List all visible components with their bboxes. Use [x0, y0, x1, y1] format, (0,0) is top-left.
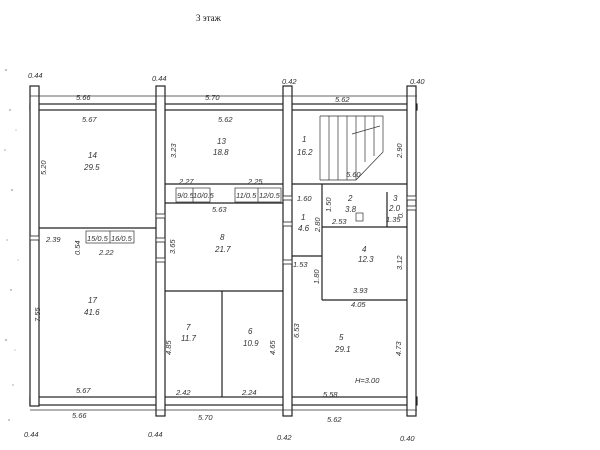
room-3-area: 2.0	[388, 204, 401, 213]
dim-top-2: 5.70	[205, 93, 220, 102]
dim-473: 4.73	[394, 341, 403, 356]
dim-stair-w: 5.60	[346, 170, 361, 179]
dim-b242: 2.42	[175, 388, 191, 397]
dim-r14-w: 5.67	[82, 115, 97, 124]
dim-b558: 5.58	[323, 390, 338, 399]
dim-755: 7.55	[33, 307, 42, 322]
dim-top-1: 5.66	[76, 93, 91, 102]
small-room-12: 12/0.5	[259, 191, 281, 200]
outer-dimensions: 0.44 0.44 0.42 0.40 5.66 5.70 5.62 5.66 …	[24, 71, 425, 443]
dim-top-3: 5.62	[335, 95, 350, 104]
dim-r13-w: 5.62	[218, 115, 233, 124]
room-17-area: 41.6	[84, 308, 100, 317]
room-8-area: 21.7	[214, 245, 231, 254]
ceiling-height: H=3.00	[355, 376, 380, 385]
dim-393: 3.93	[353, 286, 368, 295]
dim-wall-top-1: 0.44	[28, 71, 43, 80]
room-5-area: 29.1	[334, 345, 351, 354]
room-5-num: 5	[339, 333, 344, 342]
dim-0: 0.	[396, 212, 405, 218]
room-6-area: 10.9	[243, 339, 259, 348]
dim-bottom-1: 5.66	[72, 411, 87, 420]
dim-wall-bottom-1: 0.44	[148, 430, 163, 439]
dim-bottom-3: 5.62	[327, 415, 342, 424]
dim-wall-top-3: 0.42	[282, 77, 297, 86]
dim-054: 0.54	[73, 240, 82, 255]
dim-153: 1.53	[293, 260, 308, 269]
dim-corner-bl: 0.44	[24, 430, 39, 439]
dim-312: 3.12	[395, 255, 404, 270]
dim-180: 1.80	[312, 269, 321, 284]
dim-160: 1.60	[297, 194, 312, 203]
structure-walls	[29, 85, 418, 417]
dim-135: 1.35	[386, 215, 401, 224]
dim-222: 2.22	[98, 248, 114, 257]
plan-title: 3 этаж	[196, 13, 222, 23]
room-2-area: 3.8	[345, 205, 357, 214]
interior-dimensions: 5.67 5.20 5.62 3.23 2.90 5.60 2.27 2.25 …	[33, 115, 405, 399]
room-1-stair-num: 1	[302, 135, 306, 144]
dim-r14-h: 5.20	[39, 160, 48, 175]
dim-b224: 2.24	[241, 388, 257, 397]
room-1-hall-num: 1	[301, 213, 305, 222]
small-room-9: 9/0.5	[177, 191, 195, 200]
dim-wall-bottom-2: 0.42	[277, 433, 292, 442]
room-1-hall-area: 4.6	[298, 224, 310, 233]
room-4-area: 12.3	[358, 255, 374, 264]
small-room-15: 15/0.5	[87, 234, 109, 243]
dim-365: 3.65	[168, 239, 177, 254]
small-room-11: 11/0.5	[236, 191, 257, 200]
dim-bottom-2: 5.70	[198, 413, 213, 422]
dim-405: 4.05	[351, 300, 366, 309]
room-13-area: 18.8	[213, 148, 229, 157]
dim-wall-bottom-3: 0.40	[400, 434, 415, 443]
room-14-num: 14	[88, 151, 97, 160]
dim-280: 2.80	[313, 217, 322, 233]
room-8-num: 8	[220, 233, 225, 242]
dim-253: 2.53	[331, 217, 347, 226]
dim-b567: 5.67	[76, 386, 91, 395]
room-6-num: 6	[248, 327, 253, 336]
dim-485: 4.85	[164, 340, 173, 355]
dim-stair-h: 2.90	[395, 143, 404, 159]
room-17-num: 17	[88, 296, 97, 305]
dim-wall-top-2: 0.44	[152, 74, 167, 83]
room-2-num: 2	[347, 194, 353, 203]
dim-227: 2.27	[178, 177, 194, 186]
room-13-num: 13	[217, 137, 226, 146]
dim-653: 6.53	[292, 323, 301, 338]
dim-150: 1.50	[324, 197, 333, 212]
room-14-area: 29.5	[83, 163, 100, 172]
room-1-stair-area: 16.2	[297, 148, 313, 157]
scan-noise	[4, 69, 19, 421]
dim-wall-top-4: 0.40	[410, 77, 425, 86]
dim-239: 2.39	[45, 235, 61, 244]
small-room-16: 16/0.5	[111, 234, 133, 243]
dim-225: 2.25	[247, 177, 263, 186]
room-4-num: 4	[362, 245, 367, 254]
room-labels: 14 29.5 13 18.8 1 16.2 1 4.6 2 3.8 3 2.0…	[83, 135, 401, 354]
dim-563: 5.63	[212, 205, 227, 214]
dim-r13-h: 3.23	[169, 143, 178, 158]
dim-465: 4.65	[268, 340, 277, 355]
room-7-num: 7	[186, 323, 191, 332]
small-room-10: 10/0.5	[193, 191, 215, 200]
room-3-num: 3	[393, 194, 398, 203]
room-7-area: 11.7	[181, 334, 197, 343]
